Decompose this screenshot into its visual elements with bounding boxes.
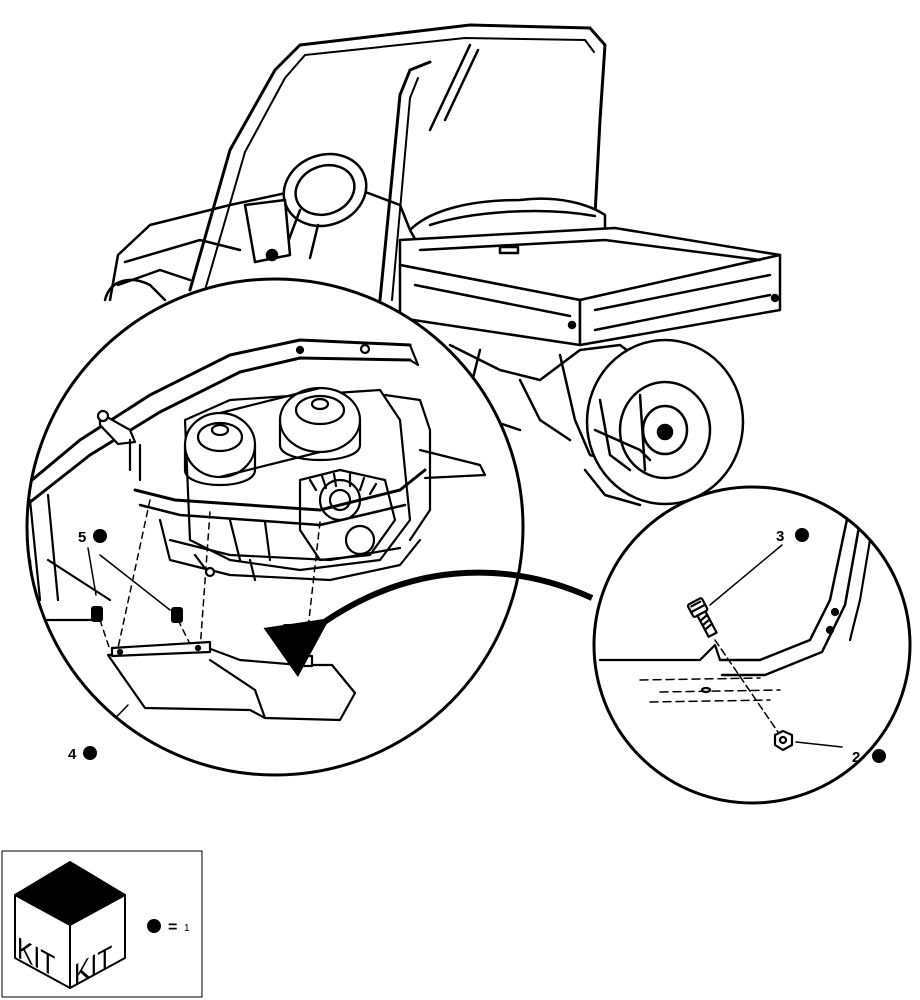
kit-box-icon	[14, 861, 126, 989]
utility-vehicle-drawing	[103, 23, 782, 507]
kit-marker-dot	[872, 749, 886, 763]
callout-5: 5	[78, 529, 107, 546]
callout-label-4: 4	[68, 746, 77, 763]
callout-label-5: 5	[78, 529, 86, 546]
callout-label-3: 3	[776, 528, 784, 545]
callout-4: 4	[68, 746, 97, 763]
callout-label-2: 2	[852, 749, 860, 766]
main-detail-circle	[25, 277, 525, 777]
legend-equals: =	[168, 919, 177, 936]
callout-2: 2	[852, 749, 886, 766]
fastener-detail-circle	[592, 485, 912, 805]
kit-marker-dot	[795, 528, 809, 542]
kit-legend: KIT KIT = 1	[1, 850, 203, 998]
legend-quantity: 1	[184, 923, 190, 934]
kit-marker-dot	[147, 919, 161, 933]
detail-connector-arrow	[263, 569, 594, 678]
kit-marker-dot	[93, 529, 107, 543]
callout-3: 3	[776, 528, 809, 545]
kit-marker-dot	[83, 746, 97, 760]
